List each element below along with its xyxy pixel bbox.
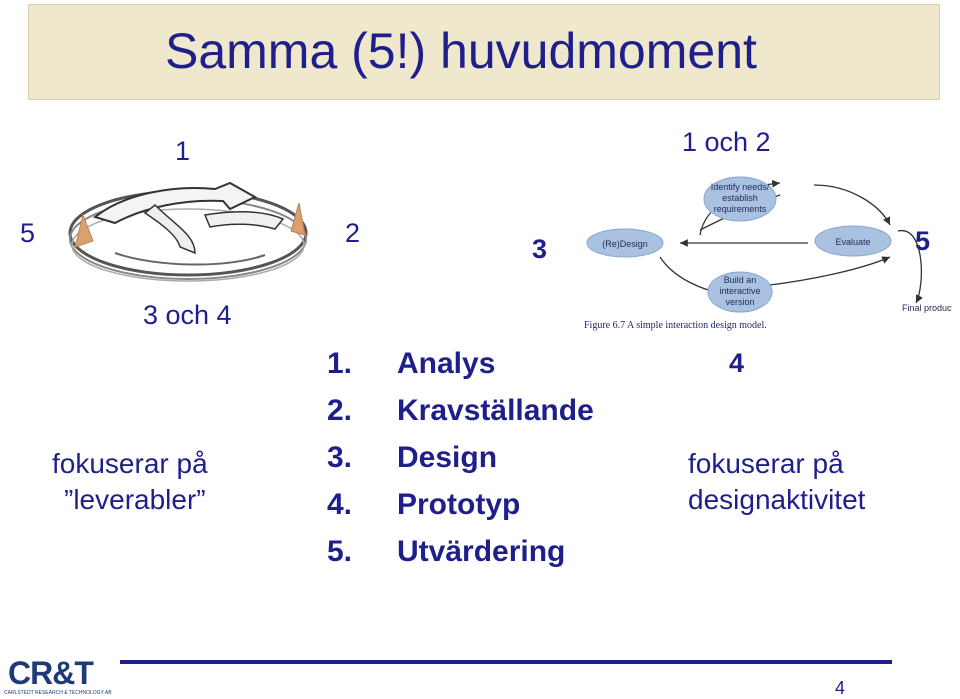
slide-title: Samma (5!) huvudmoment [165, 22, 757, 80]
right-model-label-left: 3 [532, 234, 547, 265]
figure-caption: Figure 6.7 A simple interaction design m… [584, 320, 767, 331]
waterfall-cycle-illustration [55, 175, 325, 285]
node-identify-line3: requirements [714, 204, 767, 214]
step-item: 2.Kravställande [327, 387, 594, 434]
right-model-label-top: 1 och 2 [682, 127, 771, 158]
node-build-line2: interactive [719, 286, 760, 296]
step-item: 1.Analys [327, 340, 594, 387]
final-product-label: Final product [902, 303, 952, 313]
left-model-label-left: 5 [20, 218, 35, 249]
page-number: 4 [835, 678, 845, 699]
interaction-design-model-diagram: Identify needs/ establish requirements (… [580, 165, 952, 315]
node-redesign: (Re)Design [602, 239, 648, 249]
right-model-note: fokuserar på designaktivitet [688, 446, 865, 518]
left-model-note: fokuserar på ”leverabler” [52, 446, 208, 518]
step-item: 4.Prototyp [327, 481, 594, 528]
right-note-line1: fokuserar på [688, 446, 865, 482]
node-build-line3: version [725, 297, 754, 307]
left-model-label-top: 1 [175, 136, 190, 167]
left-note-line1: fokuserar på [52, 446, 208, 482]
node-identify-line1: Identify needs/ [711, 182, 770, 192]
footer-rule [120, 660, 892, 664]
company-logo: CR&T [8, 655, 93, 692]
company-logo-subtitle: CARLSTEDT RESEARCH & TECHNOLOGY AB [4, 690, 112, 696]
right-model-label-bottom: 4 [729, 348, 744, 379]
left-model-label-bottom: 3 och 4 [143, 300, 232, 331]
node-build-line1: Build an [724, 275, 757, 285]
step-item: 3.Design [327, 434, 594, 481]
node-evaluate: Evaluate [835, 237, 870, 247]
node-identify-line2: establish [722, 193, 758, 203]
right-note-line2: designaktivitet [688, 482, 865, 518]
left-note-line2: ”leverabler” [52, 482, 208, 518]
left-model-label-right: 2 [345, 218, 360, 249]
step-item: 5.Utvärdering [327, 528, 594, 575]
steps-list: 1.Analys 2.Kravställande 3.Design 4.Prot… [327, 340, 594, 575]
